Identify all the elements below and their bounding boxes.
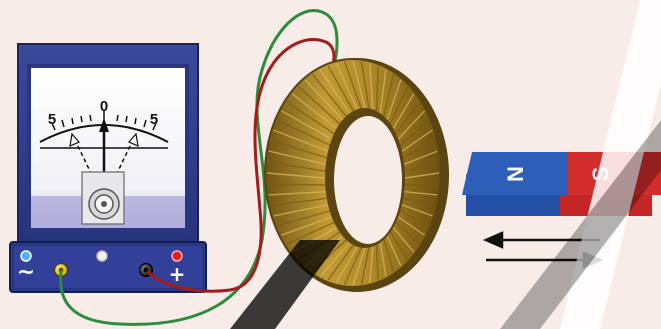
north-pole-label: N bbox=[503, 166, 528, 182]
watermark-stripe-bottom bbox=[230, 240, 340, 329]
plus-symbol: + bbox=[169, 262, 186, 286]
coil-winding-line bbox=[405, 184, 439, 185]
arrow-left-icon bbox=[486, 233, 502, 247]
scale-label-right: 5 bbox=[150, 111, 158, 128]
galvanometer: 5 0 5 ~ + bbox=[10, 44, 206, 292]
scale-label-center: 0 bbox=[100, 98, 108, 115]
indicator-white-icon bbox=[97, 251, 107, 261]
coil-hole bbox=[334, 116, 402, 244]
pivot-center bbox=[101, 201, 107, 207]
coil-winding-line bbox=[267, 184, 325, 185]
ac-symbol: ~ bbox=[17, 260, 35, 285]
indicator-red-icon bbox=[172, 251, 182, 261]
scale-label-left: 5 bbox=[48, 111, 56, 128]
